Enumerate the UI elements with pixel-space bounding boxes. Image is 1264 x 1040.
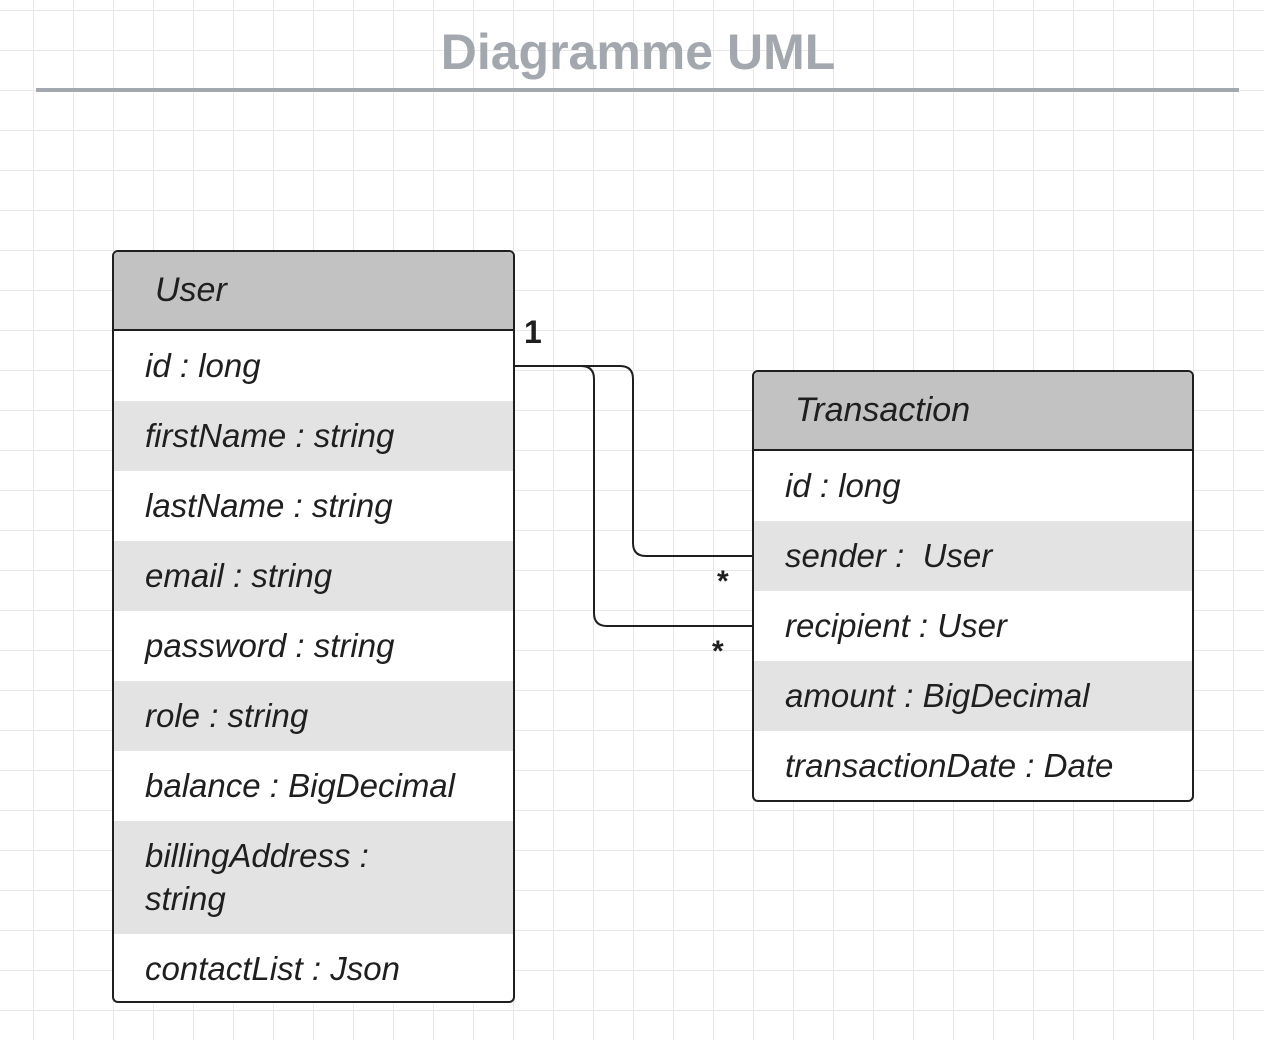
user-attr-balance: balance : BigDecimal bbox=[145, 767, 455, 804]
recipient-multiplicity-label: * bbox=[712, 635, 724, 668]
user-attr-contactlist: contactList : Json bbox=[145, 950, 400, 987]
user-attr-role: role : string bbox=[114, 681, 513, 751]
user-class-header: User bbox=[114, 252, 513, 331]
title-underline bbox=[36, 88, 1239, 92]
transaction-attr-transactiondate: transactionDate : Date bbox=[785, 747, 1114, 784]
transaction-class[interactable]: Transaction id : long sender : User reci… bbox=[752, 370, 1194, 802]
transaction-attr-sender: sender : User bbox=[754, 521, 1192, 591]
user-attr-email: email : string bbox=[114, 541, 513, 611]
user-attr-firstname: firstName : string bbox=[114, 401, 513, 471]
user-attr-password: password : string bbox=[145, 627, 395, 664]
transaction-class-header: Transaction bbox=[754, 372, 1192, 451]
user-class[interactable]: User id : long firstName : string lastNa… bbox=[112, 250, 515, 1003]
diagram-title: Diagramme UML bbox=[440, 24, 836, 80]
sender-association-line[interactable] bbox=[515, 365, 752, 557]
sender-multiplicity-label: * bbox=[717, 565, 729, 598]
user-attr-lastname: lastName : string bbox=[145, 487, 393, 524]
user-attr-id: id : long bbox=[145, 347, 261, 384]
transaction-attr-id: id : long bbox=[785, 467, 901, 504]
transaction-attr-amount: amount : BigDecimal bbox=[754, 661, 1192, 731]
user-attr-billingaddress: billingAddress : string bbox=[114, 821, 513, 934]
transaction-attr-recipient: recipient : User bbox=[785, 607, 1007, 644]
user-multiplicity-label: 1 bbox=[524, 314, 542, 350]
